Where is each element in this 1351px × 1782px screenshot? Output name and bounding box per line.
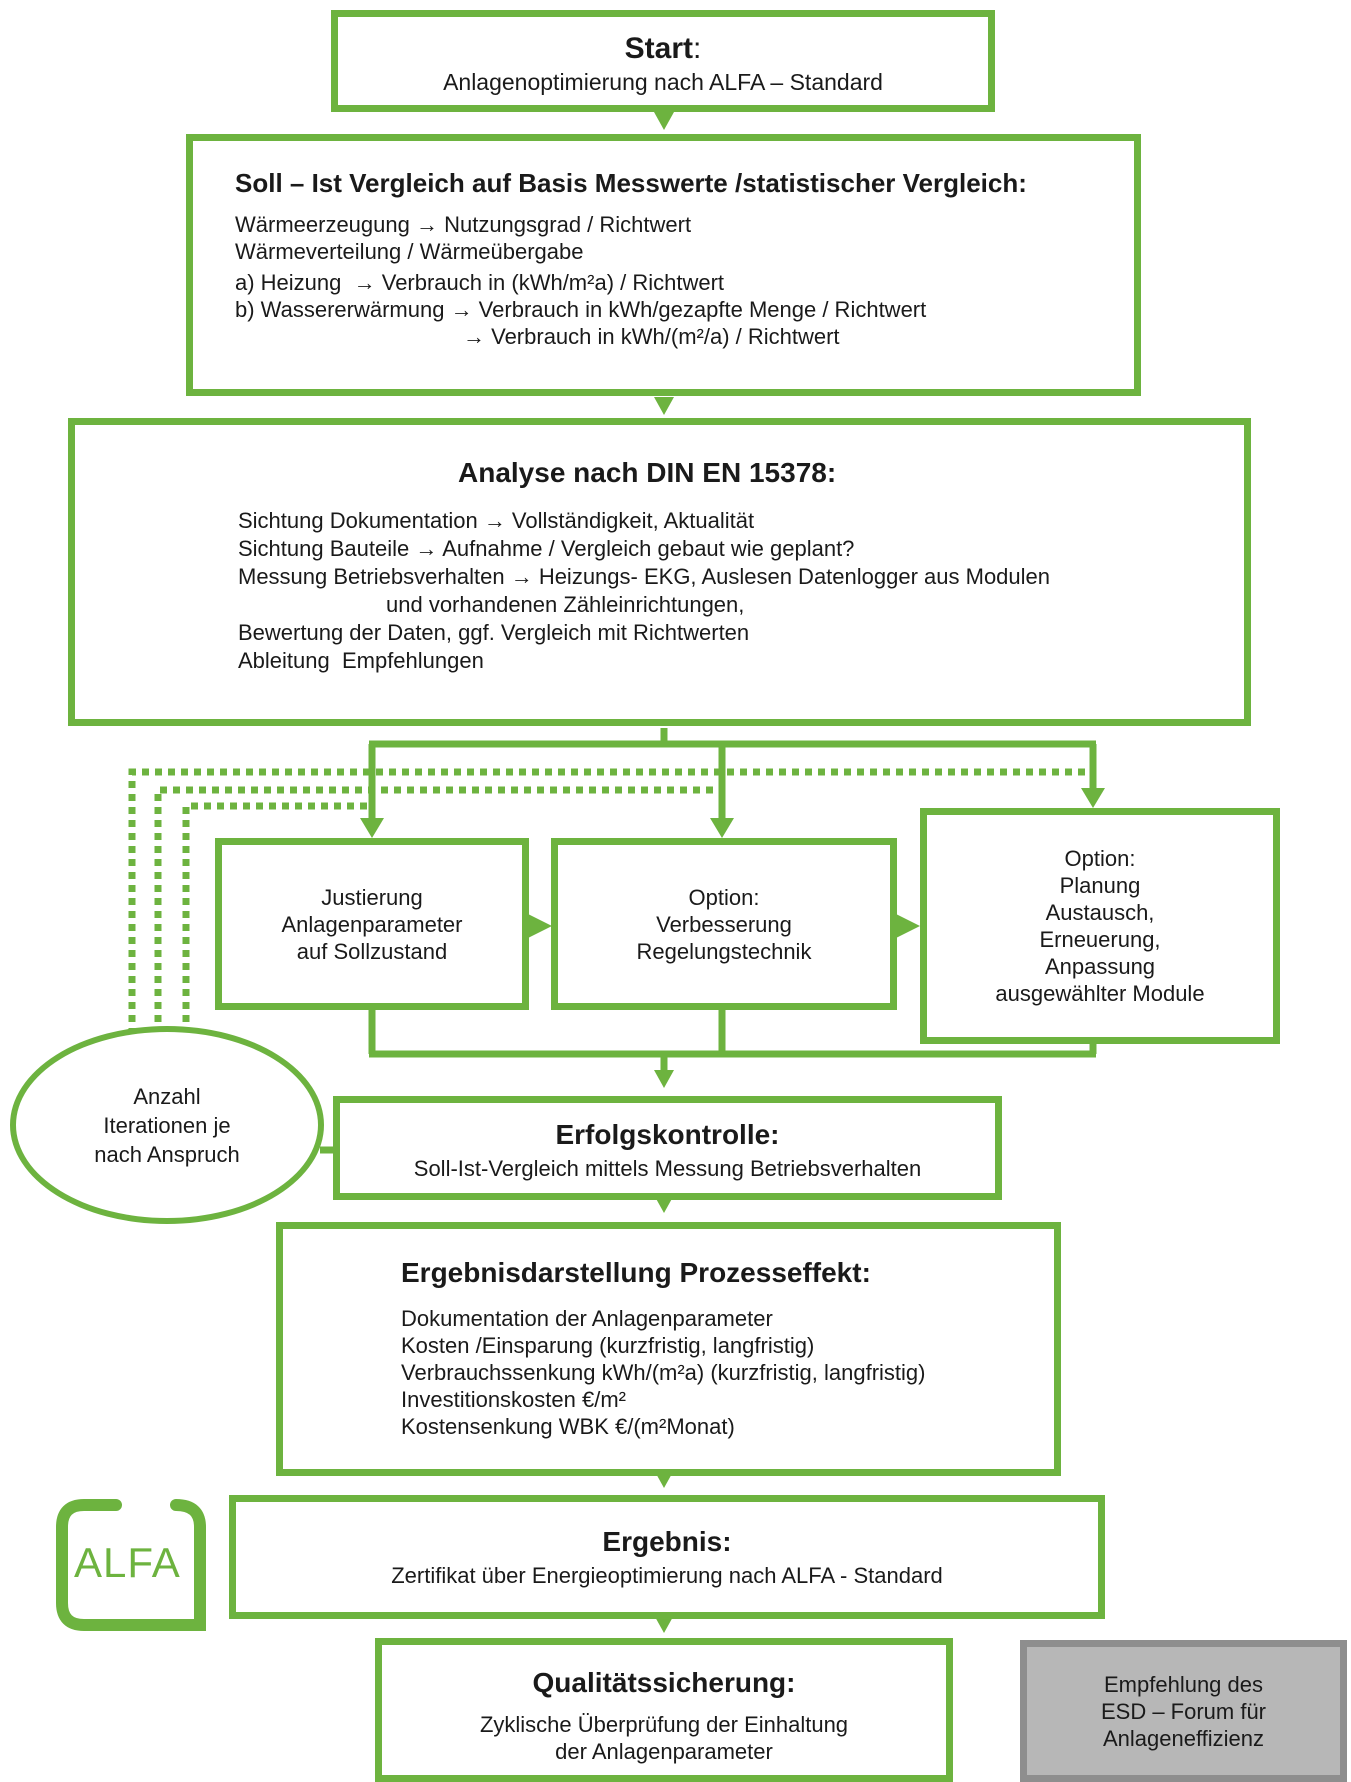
arrow-soll-to-analyse	[654, 397, 674, 415]
ergebnisdarstellung-line: Kosten /Einsparung (kurzfristig, langfri…	[401, 1333, 815, 1358]
option-line: Anlagenparameter	[281, 911, 463, 937]
iteration-line-inner	[182, 802, 372, 1035]
arrow-justierung-to-regelung	[528, 914, 552, 938]
analyse-line: Sichtung Bauteile → Aufnahme / Vergleich…	[238, 536, 855, 561]
alfa-logo-frame-icon	[56, 1499, 206, 1631]
option-planung-box: Option: Planung Austausch, Erneuerung, A…	[920, 808, 1280, 1044]
iteration-line-middle	[154, 786, 722, 1035]
ergebnisdarstellung-box: Ergebnisdarstellung Prozesseffekt: Dokum…	[276, 1222, 1061, 1476]
option-line: Justierung	[321, 884, 423, 910]
ergebnisdarstellung-line: Verbrauchssenkung kWh/(m²a) (kurzfristig…	[401, 1360, 926, 1385]
erfolg-title: Erfolgskontrolle:	[555, 1119, 780, 1150]
option-line: Verbesserung	[656, 911, 792, 937]
analyse-line: Sichtung Dokumentation → Vollständigkeit…	[238, 508, 755, 533]
empfehlung-line: Anlageneffizienz	[1102, 1725, 1265, 1751]
ergebnisdarstellung-line: Kostensenkung WBK €/(m²Monat)	[401, 1414, 735, 1439]
iterations-line: Iterationen je	[103, 1112, 231, 1138]
alfa-logo: ALFA	[56, 1497, 206, 1631]
arrow-start-to-soll	[654, 112, 674, 130]
empfehlung-line: Empfehlung des	[1104, 1671, 1263, 1697]
option-line: auf Sollzustand	[296, 938, 448, 964]
analyse-title: Analyse nach DIN EN 15378:	[458, 457, 837, 488]
arrow-into-planung	[1081, 788, 1105, 808]
ergebnisdarstellung-line: Investitionskosten €/m²	[401, 1387, 626, 1412]
option-regelung-box: Option: Verbesserung Regelungstechnik	[551, 838, 897, 1010]
option-line: Planung	[1059, 873, 1141, 898]
ergebnisdarstellung-line: Dokumentation der Anlagenparameter	[401, 1306, 773, 1331]
option-line: Option:	[688, 884, 760, 910]
soll-ist-line: a) Heizung → Verbrauch in (kWh/m²a) / Ri…	[235, 270, 725, 295]
empfehlung-line: ESD – Forum für	[1100, 1698, 1267, 1724]
erfolg-box: Erfolgskontrolle: Soll-Ist-Vergleich mit…	[333, 1096, 1002, 1200]
soll-ist-lines: Wärmeerzeugung → Nutzungsgrad / Richtwer…	[235, 211, 1134, 350]
arrow-into-regelung	[710, 818, 734, 838]
ergebnisdarstellung-lines: Dokumentation der Anlagenparameter Koste…	[401, 1305, 1054, 1440]
iterations-line: Anzahl	[133, 1083, 201, 1109]
soll-ist-title: Soll – Ist Vergleich auf Basis Messwerte…	[235, 168, 1027, 198]
qualitaet-title: Qualitätssicherung:	[532, 1667, 796, 1698]
ergebnis-subtitle: Zertifikat über Energieoptimierung nach …	[391, 1563, 943, 1588]
iterations-ellipse: Anzahl Iterationen je nach Anspruch	[10, 1026, 324, 1224]
iterations-line: nach Anspruch	[94, 1141, 240, 1167]
option-line: Anpassung	[1044, 954, 1156, 979]
option-line: Regelungstechnik	[636, 938, 812, 964]
option-justierung-box: Justierung Anlagenparameter auf Sollzust…	[215, 838, 529, 1010]
start-title: Start:	[624, 32, 702, 65]
soll-ist-line: Wärmeerzeugung → Nutzungsgrad / Richtwer…	[235, 212, 692, 237]
soll-ist-line: → Verbrauch in kWh/(m²/a) / Richtwert	[463, 324, 840, 349]
qualitaet-line: Zyklische Überprüfung der Einhaltung	[479, 1712, 849, 1737]
erfolg-subtitle: Soll-Ist-Vergleich mittels Messung Betri…	[413, 1156, 922, 1181]
arrow-to-erfolg	[654, 1070, 674, 1088]
analyse-line: und vorhandenen Zähleinrichtungen,	[386, 592, 745, 617]
ergebnis-title: Ergebnis:	[602, 1526, 732, 1557]
start-box: Start: Anlagenoptimierung nach ALFA – St…	[331, 10, 995, 112]
arrow-regelung-to-planung	[896, 914, 920, 938]
ergebnisdarstellung-title: Ergebnisdarstellung Prozesseffekt:	[401, 1257, 871, 1288]
empfehlung-box: Empfehlung des ESD – Forum für Anlagenef…	[1020, 1640, 1347, 1782]
analyse-box: Analyse nach DIN EN 15378: Sichtung Doku…	[68, 418, 1251, 726]
iteration-line-outer	[128, 768, 1093, 1035]
analyse-line: Messung Betriebsverhalten → Heizungs- EK…	[238, 564, 1051, 589]
start-subtitle: Anlagenoptimierung nach ALFA – Standard	[443, 69, 883, 95]
qualitaet-line: der Anlagenparameter	[555, 1739, 773, 1764]
soll-ist-box: Soll – Ist Vergleich auf Basis Messwerte…	[186, 134, 1141, 396]
option-line: Erneuerung,	[1039, 927, 1161, 952]
arrow-into-justierung	[360, 818, 384, 838]
qualitaet-box: Qualitätssicherung: Zyklische Überprüfun…	[375, 1638, 953, 1782]
option-line: Option:	[1064, 846, 1136, 871]
arrow-ergebnis-to-qualitaet	[654, 1615, 674, 1633]
analyse-lines: Sichtung Dokumentation → Vollständigkeit…	[238, 507, 1244, 675]
alfa-logo-text: ALFA	[74, 1539, 181, 1586]
ergebnis-box: Ergebnis: Zertifikat über Energieoptimie…	[229, 1495, 1105, 1619]
option-line: ausgewählter Module	[995, 981, 1205, 1006]
analyse-line: Ableitung Empfehlungen	[238, 648, 484, 673]
soll-ist-line: Wärmeverteilung / Wärmeübergabe	[235, 239, 584, 264]
option-line: Austausch,	[1045, 900, 1155, 925]
analyse-line: Bewertung der Daten, ggf. Vergleich mit …	[238, 620, 750, 645]
soll-ist-line: b) Wassererwärmung → Verbrauch in kWh/ge…	[235, 297, 927, 322]
